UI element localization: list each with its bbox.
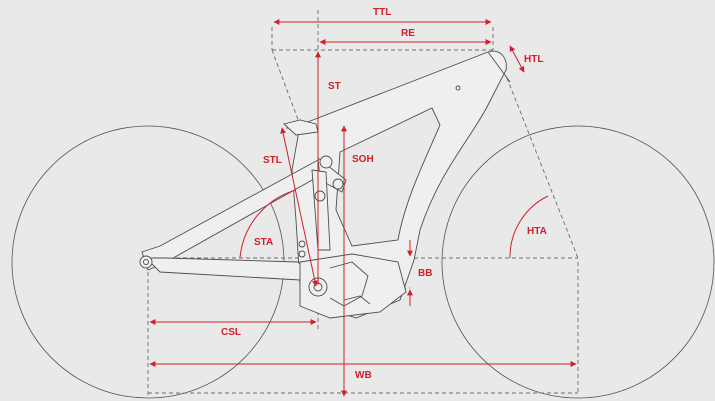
dimension-labels: TTL RE HTL ST STL SOH STA HTA BB CSL WB <box>221 7 547 381</box>
label-ttl: TTL <box>373 7 391 18</box>
sta-arc <box>239 189 297 259</box>
bike-frame <box>139 50 511 319</box>
label-re: RE <box>401 28 415 39</box>
front-wheel <box>441 125 715 399</box>
label-htl: HTL <box>524 54 543 65</box>
label-st: ST <box>328 81 341 92</box>
label-bb: BB <box>418 268 432 279</box>
label-sta: STA <box>254 237 273 248</box>
label-csl: CSL <box>221 327 241 338</box>
hta-arc <box>509 195 549 259</box>
stl-dimension <box>280 127 318 287</box>
label-stl: STL <box>263 155 282 166</box>
dimension-lines <box>149 19 577 397</box>
label-hta: HTA <box>527 226 547 237</box>
label-wb: WB <box>355 370 372 381</box>
htl-dimension <box>509 45 525 73</box>
label-soh: SOH <box>352 154 374 165</box>
